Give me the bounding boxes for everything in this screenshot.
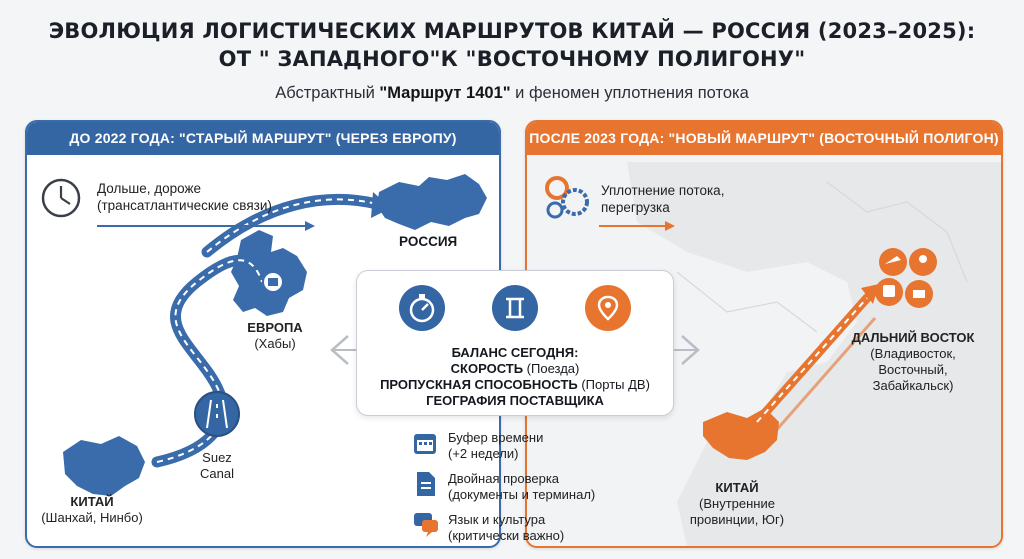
- balance-line-capacity: ПРОПУСКНАЯ СПОСОБНОСТЬ (Порты ДВ): [357, 377, 673, 393]
- chat-icon: [414, 513, 438, 537]
- new-route-arrowhead: [861, 284, 879, 304]
- tip-time-buffer-line-2: (+2 недели): [448, 446, 519, 461]
- new-route-note-line-1: Уплотнение потока,: [601, 183, 725, 198]
- old-route-header: ДО 2022 ГОДА: "СТАРЫЙ МАРШРУТ" (ЧЕРЕЗ ЕВ…: [27, 122, 499, 155]
- calendar-icon: [414, 434, 436, 454]
- tip-language-culture: Язык и культура (критически важно): [448, 512, 564, 544]
- balance-line-speed: СКОРОСТЬ (Поезда): [357, 361, 673, 377]
- title-line-1: ЭВОЛЮЦИЯ ЛОГИСТИЧЕСКИХ МАРШРУТОВ КИТАЙ —…: [48, 19, 976, 43]
- suez-label: Suez Canal: [187, 450, 247, 482]
- new-route-note: Уплотнение потока, перегрузка: [601, 182, 724, 216]
- china-old-label: КИТАЙ (Шанхай, Нинбо): [27, 494, 157, 526]
- europe-name: ЕВРОПА: [247, 320, 303, 335]
- china-new-line-2: провинции, Юг): [689, 512, 785, 527]
- clock-icon: [41, 178, 81, 218]
- port-crane-icon: [492, 285, 538, 331]
- russia-label: РОССИЯ: [399, 234, 458, 249]
- tip-time-buffer-line-1: Буфер времени: [448, 430, 544, 445]
- old-route-arrowhead: [371, 192, 391, 218]
- subtitle: Абстрактный "Маршрут 1401" и феномен упл…: [0, 84, 1024, 103]
- suez-line-2: Canal: [200, 466, 234, 481]
- old-route-note-line-1: Дольше, дороже: [97, 181, 202, 196]
- plane-icon: [879, 248, 907, 276]
- china-old-name: КИТАЙ: [70, 494, 114, 509]
- old-route-note-line-2: (трансатлантические связи): [97, 198, 272, 213]
- new-route-map: [545, 162, 1001, 546]
- tip-time-buffer: Буфер времени (+2 недели): [448, 430, 543, 462]
- far-east-label: ДАЛЬНИЙ ВОСТОК (Владивосток, Восточный, …: [845, 330, 981, 394]
- far-east-line-1: (Владивосток,: [870, 346, 956, 361]
- suez-canal-icon: [194, 391, 240, 437]
- subtitle-suffix: и феномен уплотнения потока: [510, 84, 749, 102]
- russia-map-shape: [377, 174, 487, 230]
- balance-box: БАЛАНС СЕГОДНЯ: СКОРОСТЬ (Поезда) ПРОПУС…: [356, 270, 674, 416]
- title-line-2: ОТ " ЗАПАДНОГО"К "ВОСТОЧНОМУ ПОЛИГОНУ": [218, 47, 806, 71]
- tip-language-culture-line-2: (критически важно): [448, 528, 565, 543]
- far-east-line-2: Восточный,: [878, 362, 948, 377]
- balance-geography-bold: ГЕОГРАФИЯ ПОСТАВЩИКА: [426, 393, 604, 408]
- train-icon: [875, 278, 903, 306]
- balance-speed-rest: (Поезда): [523, 361, 580, 376]
- stopwatch-icon: [399, 285, 445, 331]
- balance-capacity-rest: (Порты ДВ): [577, 377, 650, 392]
- subtitle-prefix: Абстрактный: [275, 84, 380, 102]
- new-route-header: ПОСЛЕ 2023 ГОДА: "НОВЫЙ МАРШРУТ" (ВОСТОЧ…: [527, 122, 1001, 155]
- hub-icon: [262, 271, 284, 293]
- balance-speed-bold: СКОРОСТЬ: [450, 361, 524, 376]
- document-icon: [417, 472, 435, 496]
- subtitle-route-name: "Маршрут 1401": [379, 84, 511, 102]
- old-route-note: Дольше, дороже (трансатлантические связи…: [97, 180, 272, 214]
- location-pin-icon: [909, 248, 937, 276]
- balance-capacity-bold: ПРОПУСКНАЯ СПОСОБНОСТЬ: [380, 377, 578, 392]
- balance-line-geography: ГЕОГРАФИЯ ПОСТАВЩИКА: [357, 393, 673, 409]
- europe-sub: (Хабы): [254, 336, 296, 351]
- china-map-shape: [63, 436, 145, 496]
- far-east-line-3: Забайкальск): [872, 378, 954, 393]
- new-route-panel: ПОСЛЕ 2023 ГОДА: "НОВЫЙ МАРШРУТ" (ВОСТОЧ…: [525, 120, 1003, 548]
- gears-icon: [545, 176, 589, 219]
- suez-line-1: Suez: [202, 450, 232, 465]
- map-pin-icon: [585, 285, 631, 331]
- tip-double-check-line-1: Двойная проверка: [448, 471, 560, 486]
- tip-double-check: Двойная проверка (документы и терминал): [448, 471, 595, 503]
- new-route-note-line-2: перегрузка: [601, 200, 670, 215]
- far-east-name: ДАЛЬНИЙ ВОСТОК: [851, 330, 975, 345]
- china-new-name: КИТАЙ: [715, 480, 759, 495]
- china-new-label: КИТАЙ (Внутренние провинции, Юг): [677, 480, 797, 528]
- china-old-sub: (Шанхай, Нинбо): [41, 510, 143, 525]
- china-new-line-1: (Внутренние: [699, 496, 775, 511]
- tip-double-check-line-2: (документы и терминал): [448, 487, 596, 502]
- port-icon: [905, 280, 933, 308]
- old-route-map: [41, 174, 487, 496]
- balance-heading: БАЛАНС СЕГОДНЯ:: [451, 345, 579, 360]
- tip-language-culture-line-1: Язык и культура: [448, 512, 546, 527]
- europe-label: ЕВРОПА (Хабы): [223, 320, 327, 352]
